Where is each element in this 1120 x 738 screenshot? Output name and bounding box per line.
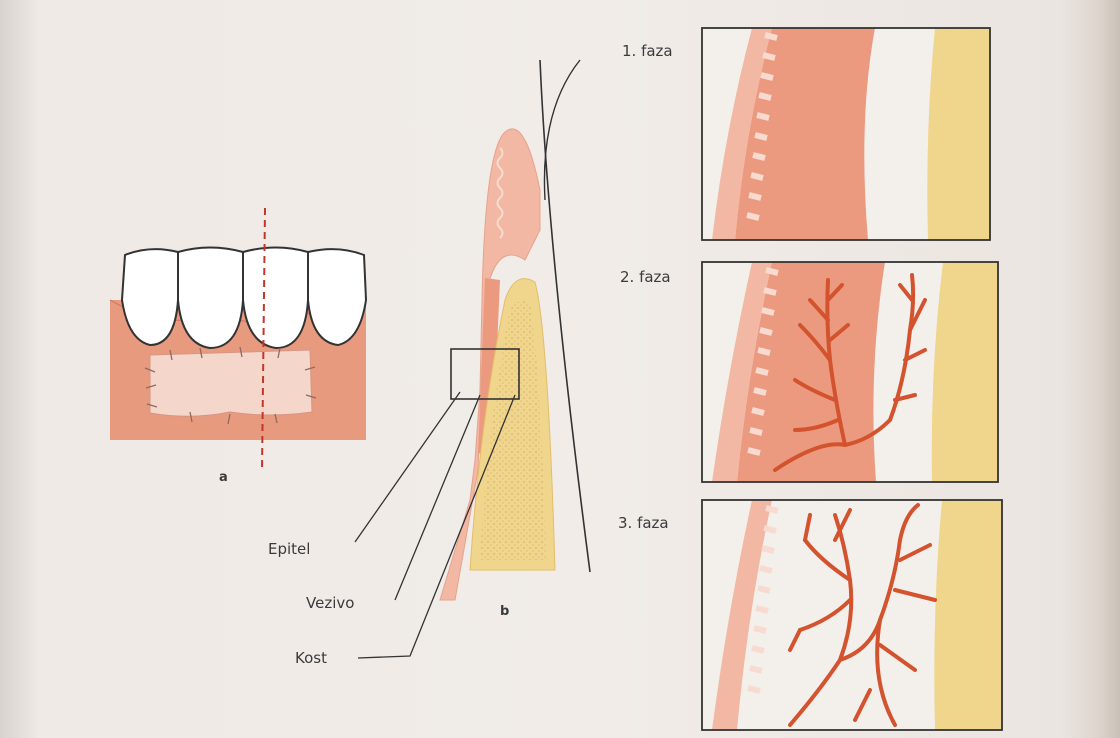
label-vezivo: Vezivo (306, 594, 354, 612)
tooth-outline-outer (544, 60, 580, 200)
phase-2-label: 2. faza (620, 268, 671, 286)
figure-a-label: a (219, 470, 228, 485)
graft-patch (150, 350, 312, 416)
phase-1-label: 1. faza (622, 42, 673, 60)
phase-2-panel (702, 262, 998, 482)
figure-b-label: b (500, 604, 509, 619)
phase-1-panel (702, 28, 990, 240)
figure-a-teeth-graft (110, 208, 366, 470)
phase-3-label: 3. faza (618, 514, 669, 532)
phase-3-panel (702, 500, 1002, 730)
label-epitel: Epitel (268, 540, 310, 558)
label-kost: Kost (295, 649, 327, 667)
figure-b-cross-section (355, 60, 590, 658)
